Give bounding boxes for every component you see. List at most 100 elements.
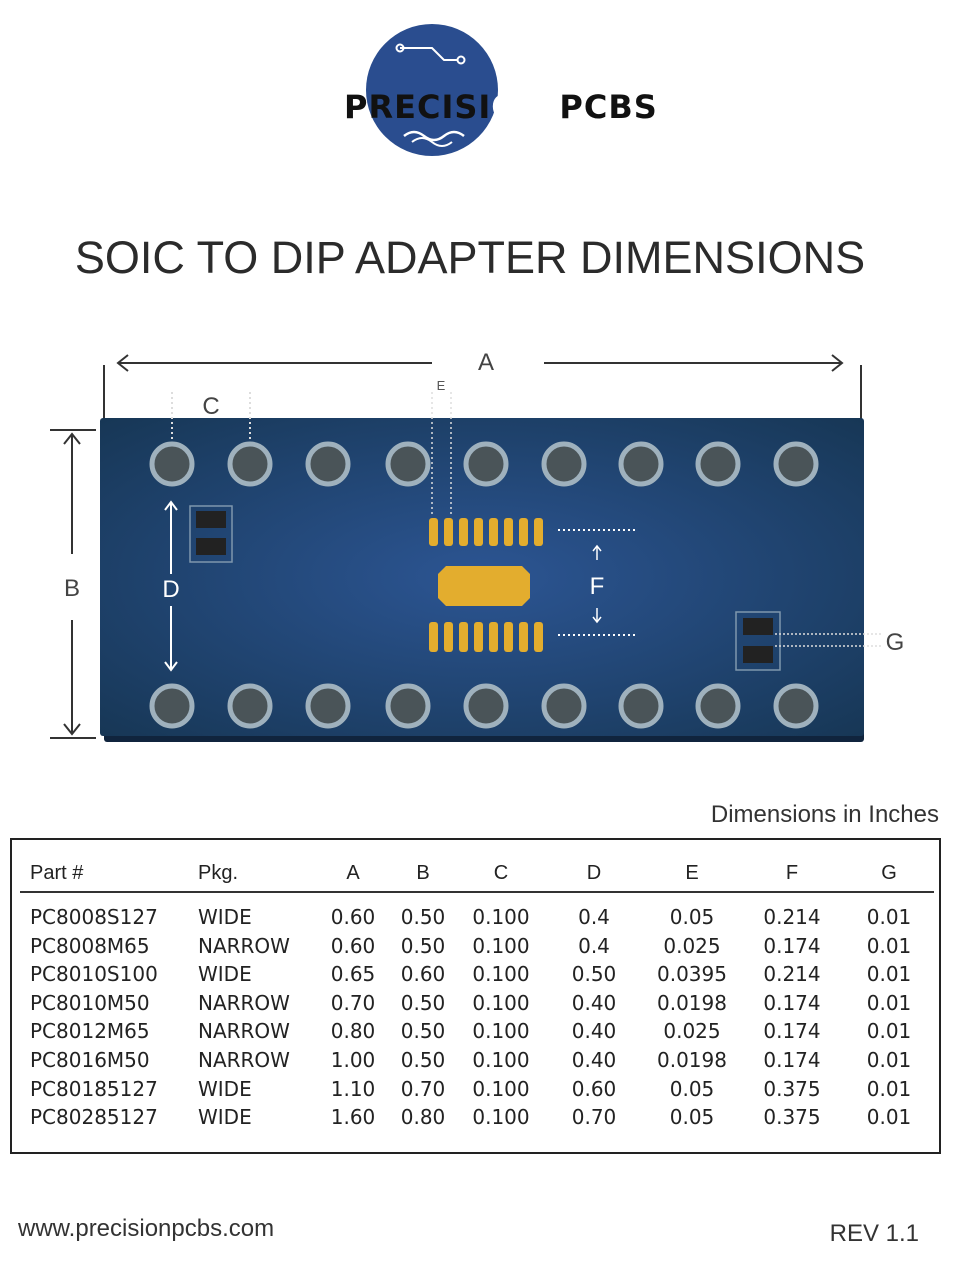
capacitor-right bbox=[735, 611, 781, 671]
cell-part: PC8016M50 bbox=[30, 1047, 150, 1072]
cell-part: PC80285127 bbox=[30, 1105, 158, 1130]
pin-hole bbox=[227, 683, 273, 729]
cell-d: 0.40 bbox=[571, 1047, 617, 1072]
cell-part: PC80185127 bbox=[30, 1076, 158, 1101]
cell-e: 0.05 bbox=[669, 1076, 715, 1101]
cell-pkg: WIDE bbox=[198, 962, 252, 987]
cell-e: 0.025 bbox=[663, 933, 721, 958]
cell-part: PC8008M65 bbox=[30, 933, 150, 958]
page-title: SOIC TO DIP ADAPTER DIMENSIONS bbox=[74, 232, 866, 283]
cell-c: 0.100 bbox=[472, 1019, 530, 1044]
top-pin-row bbox=[149, 441, 819, 487]
cell-b: 0.60 bbox=[400, 962, 446, 987]
brand-name-part3: PCBS bbox=[547, 88, 658, 126]
cell-pkg: WIDE bbox=[198, 1105, 252, 1130]
cell-a: 1.10 bbox=[330, 1076, 376, 1101]
pin-hole bbox=[695, 441, 741, 487]
logo-circle-icon bbox=[366, 24, 498, 156]
cell-part: PC8010M50 bbox=[30, 990, 150, 1015]
pin-hole bbox=[385, 441, 431, 487]
pin-hole bbox=[385, 683, 431, 729]
cell-g: 0.01 bbox=[866, 905, 912, 929]
cell-a: 1.60 bbox=[330, 1105, 376, 1130]
dimension-c-label: C bbox=[202, 393, 219, 420]
col-header-pkg: Pkg. bbox=[188, 854, 318, 893]
cell-pkg: NARROW bbox=[198, 933, 290, 958]
soic-center-pad bbox=[438, 566, 530, 606]
pin-hole bbox=[541, 683, 587, 729]
cell-b: 0.50 bbox=[400, 1047, 446, 1072]
cell-a: 0.65 bbox=[330, 962, 376, 987]
cell-f: 0.375 bbox=[763, 1105, 821, 1130]
adapter-diagram: A B C bbox=[50, 349, 904, 742]
brand-name: PRECISION PCBS bbox=[344, 88, 658, 126]
bottom-pin-row bbox=[149, 683, 819, 729]
cell-f: 0.174 bbox=[763, 933, 821, 958]
pin-hole bbox=[305, 441, 351, 487]
units-note: Dimensions in Inches bbox=[710, 801, 939, 828]
cell-pkg: WIDE bbox=[198, 905, 252, 929]
cell-e: 0.0395 bbox=[657, 962, 727, 987]
cell-d: 0.50 bbox=[571, 962, 617, 987]
cell-g: 0.01 bbox=[866, 962, 912, 987]
pin-hole bbox=[463, 683, 509, 729]
cell-f: 0.214 bbox=[763, 962, 821, 987]
capacitor-left bbox=[189, 505, 233, 563]
cell-pkg: NARROW bbox=[198, 1019, 290, 1044]
brand-name-part1: PRECISI bbox=[344, 88, 492, 126]
dimension-b-label: B bbox=[64, 575, 80, 602]
col-header-part: Part # bbox=[20, 854, 188, 893]
col-header-a: A bbox=[318, 854, 388, 893]
soic-pads-top bbox=[429, 518, 543, 546]
cell-f: 0.174 bbox=[763, 990, 821, 1015]
pin-hole bbox=[541, 441, 587, 487]
pin-hole bbox=[149, 441, 195, 487]
soic-pads-bottom bbox=[429, 622, 543, 652]
footer-website: www.precisionpcbs.com bbox=[18, 1215, 275, 1242]
cell-pkg: NARROW bbox=[198, 1047, 290, 1072]
cell-c: 0.100 bbox=[472, 1076, 530, 1101]
pin-hole bbox=[149, 683, 195, 729]
cell-b: 0.50 bbox=[400, 1019, 446, 1044]
cell-f: 0.375 bbox=[763, 1076, 821, 1101]
cell-g: 0.01 bbox=[866, 1047, 912, 1072]
pin-hole bbox=[773, 683, 819, 729]
cell-c: 0.100 bbox=[472, 1105, 530, 1130]
cell-c: 0.100 bbox=[472, 905, 530, 929]
col-header-d: D bbox=[544, 854, 644, 893]
cell-g: 0.01 bbox=[866, 1019, 912, 1044]
cell-b: 0.50 bbox=[400, 933, 446, 958]
cell-g: 0.01 bbox=[866, 933, 912, 958]
cell-pkg: WIDE bbox=[198, 1076, 252, 1101]
cell-f: 0.214 bbox=[763, 905, 821, 929]
cell-part: PC8008S127 bbox=[30, 905, 158, 929]
brand-logo: PRECISION PCBS bbox=[340, 20, 657, 160]
cell-e: 0.025 bbox=[663, 1019, 721, 1044]
cell-d: 0.40 bbox=[571, 1019, 617, 1044]
cell-d: 0.60 bbox=[571, 1076, 617, 1101]
pin-hole bbox=[695, 683, 741, 729]
cell-e: 0.0198 bbox=[657, 990, 727, 1015]
pin-hole bbox=[463, 441, 509, 487]
cell-g: 0.01 bbox=[866, 1105, 912, 1130]
cell-f: 0.174 bbox=[763, 1019, 821, 1044]
pin-hole bbox=[618, 441, 664, 487]
pin-hole bbox=[227, 441, 273, 487]
col-header-b: B bbox=[388, 854, 458, 893]
dimension-e-label: E bbox=[437, 378, 446, 393]
table-header-row: Part # Pkg. A B C D E F G bbox=[20, 854, 934, 893]
cell-a: 0.60 bbox=[330, 905, 376, 929]
cell-b: 0.50 bbox=[400, 905, 446, 929]
pin-hole bbox=[305, 683, 351, 729]
dimension-f-label: F bbox=[590, 573, 605, 600]
cell-d: 0.40 bbox=[571, 990, 617, 1015]
